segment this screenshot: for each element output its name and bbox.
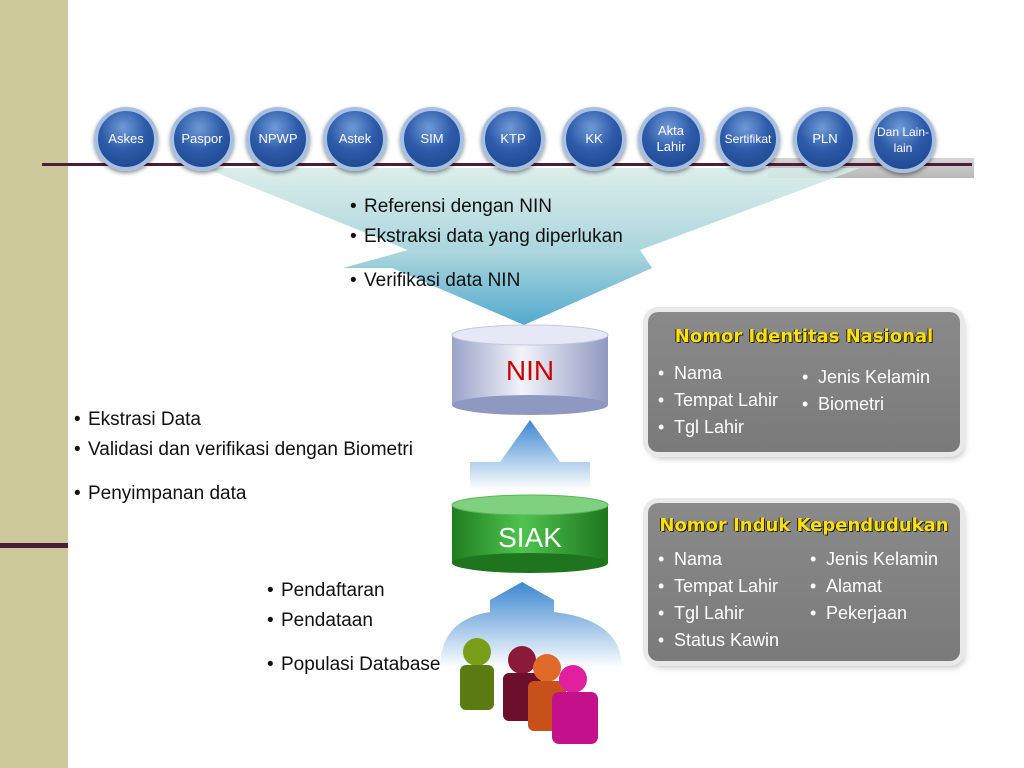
card-akta-lahir[interactable]: Akta Lahir	[638, 107, 704, 171]
list-item: Biometri	[800, 391, 930, 418]
list-item: Pendataan	[267, 606, 441, 636]
list-item: Validasi dan verifikasi dengan Biometri	[74, 435, 413, 465]
list-item: Verifikasi data NIN	[350, 266, 623, 296]
list-item: Tempat Lahir	[656, 387, 778, 414]
card-paspor[interactable]: Paspor	[170, 107, 234, 171]
card-dan-lain-lain[interactable]: Dan Lain-lain	[870, 107, 936, 173]
nin-panel-title: Nomor Identitas Nasional	[674, 326, 934, 347]
list-item: Tgl Lahir	[656, 414, 778, 441]
list-item: Ekstrasi Data	[74, 405, 413, 435]
list-item: Status Kawin	[656, 627, 779, 654]
list-item: Populasi Database	[267, 650, 441, 680]
card-npwp[interactable]: NPWP	[246, 107, 310, 171]
nin-info-panel: Nomor Identitas Nasional Nama Tempat Lah…	[648, 312, 960, 452]
list-item: Pendaftaran	[267, 576, 441, 606]
list-item: Ekstraksi data yang diperlukan	[350, 222, 623, 252]
card-sertifikat[interactable]: Sertifikat	[716, 107, 780, 171]
top-bullet-list: Referensi dengan NIN Ekstraksi data yang…	[350, 192, 623, 296]
list-item: Jenis Kelamin	[800, 364, 930, 391]
list-item: Tempat Lahir	[656, 573, 779, 600]
nik-panel-left-list: Nama Tempat Lahir Tgl Lahir Status Kawin	[656, 546, 779, 654]
up-arrow-siak-to-nin	[470, 420, 590, 490]
list-item: Referensi dengan NIN	[350, 192, 623, 222]
middle-bullet-list: Ekstrasi Data Validasi dan verifikasi de…	[74, 405, 413, 509]
card-askes[interactable]: Askes	[94, 107, 158, 171]
bottom-bullet-list: Pendaftaran Pendataan Populasi Database	[267, 576, 441, 680]
nin-database-cylinder	[451, 324, 609, 415]
nik-panel-right-list: Jenis Kelamin Alamat Pekerjaan	[808, 546, 938, 627]
card-astek[interactable]: Astek	[323, 107, 387, 171]
card-pln[interactable]: PLN	[793, 107, 857, 171]
card-kk[interactable]: KK	[562, 107, 626, 171]
people-group-icon	[460, 638, 598, 744]
nin-panel-right-list: Jenis Kelamin Biometri	[800, 364, 930, 418]
nin-panel-left-list: Nama Tempat Lahir Tgl Lahir	[656, 360, 778, 441]
left-band-divider	[0, 543, 68, 548]
list-item: Alamat	[808, 573, 938, 600]
siak-database-cylinder	[451, 494, 609, 573]
nin-database-label: NIN	[505, 355, 555, 386]
list-item: Tgl Lahir	[656, 600, 779, 627]
left-decorative-band	[0, 0, 68, 768]
siak-database-label: SIAK	[498, 522, 562, 553]
list-item: Pekerjaan	[808, 600, 938, 627]
card-sim[interactable]: SIM	[400, 107, 464, 171]
card-ktp[interactable]: KTP	[481, 107, 545, 171]
list-item: Jenis Kelamin	[808, 546, 938, 573]
nik-panel-title: Nomor Induk Kependudukan	[659, 515, 949, 536]
nik-info-panel: Nomor Induk Kependudukan Nama Tempat Lah…	[648, 503, 960, 661]
list-item: Penyimpanan data	[74, 479, 413, 509]
list-item: Nama	[656, 546, 779, 573]
list-item: Nama	[656, 360, 778, 387]
